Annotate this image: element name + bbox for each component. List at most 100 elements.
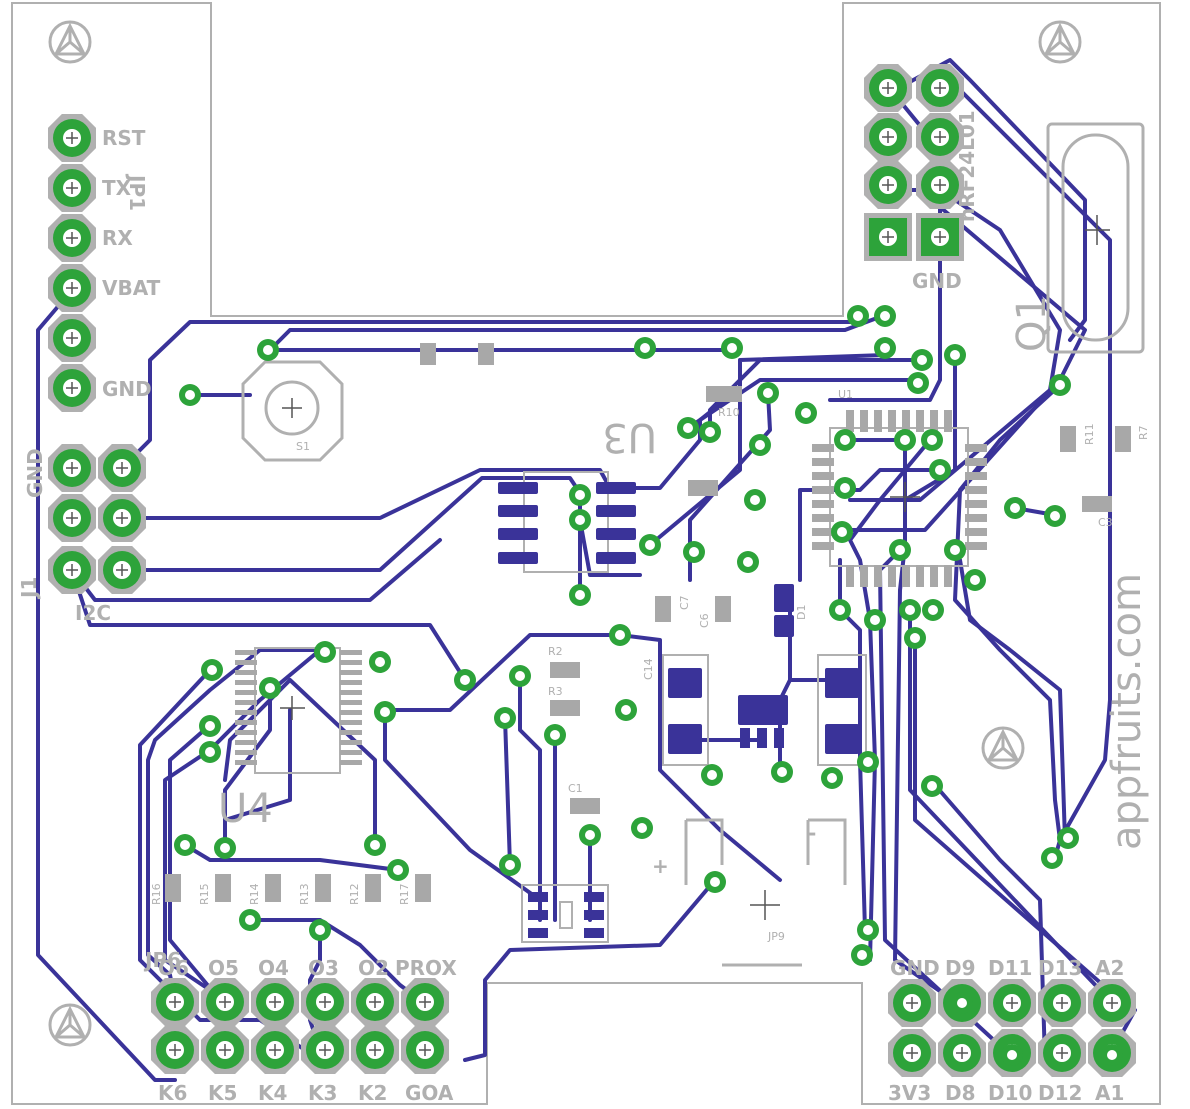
- via-7: [874, 337, 896, 359]
- nrf-pad-b4: [916, 213, 964, 261]
- jp1-name: JP1: [125, 173, 149, 211]
- right-pad-top-4: [1038, 979, 1086, 1027]
- right-bot-2: D8: [945, 1081, 976, 1105]
- right-pad-top-3: [988, 979, 1036, 1027]
- j1-name: J1: [17, 577, 41, 600]
- via-8: [911, 349, 933, 371]
- via-6: [874, 305, 896, 327]
- via-74: [951, 992, 973, 1014]
- crystal-q1: Q1: [1009, 122, 1145, 354]
- right-top-3: D11: [988, 956, 1032, 980]
- jp6-top-6: PROX: [395, 956, 457, 980]
- via-43: [579, 824, 601, 846]
- jp6-pad-top-3: [251, 978, 299, 1026]
- jp6-bot-2: K5: [208, 1081, 237, 1105]
- jp6-pad-top-1: [151, 978, 199, 1026]
- jp1-pin-6: GND: [102, 377, 152, 401]
- jp6-pad-top-5: [351, 978, 399, 1026]
- nrf-name: nRF24L01: [955, 110, 979, 222]
- jp6-top-5: O2: [358, 956, 389, 980]
- via-58: [889, 539, 911, 561]
- r17-label: R17: [398, 883, 411, 905]
- via-49: [857, 751, 879, 773]
- chip-u1: U1: [812, 388, 987, 587]
- via-31: [259, 677, 281, 699]
- header-right: GND D9 D11 D13 A2 3V3 D8 D10 D12 A1: [888, 956, 1124, 1105]
- jp6-pad-bot-4: [301, 1026, 349, 1074]
- via-1: [179, 384, 201, 406]
- via-30: [201, 659, 223, 681]
- j1-pad-b2: [98, 494, 146, 542]
- via-33: [369, 651, 391, 673]
- via-66: [921, 775, 943, 797]
- jp6-top-3: O4: [258, 956, 289, 980]
- svg-text:+: +: [652, 854, 669, 878]
- via-4: [721, 337, 743, 359]
- jp6-bot-6: GOA: [405, 1081, 454, 1105]
- jp6-pad-bot-5: [351, 1026, 399, 1074]
- jp1-pin-3: RX: [102, 226, 133, 250]
- via-69: [1049, 374, 1071, 396]
- via-45: [704, 871, 726, 893]
- j1-gnd: GND: [23, 448, 47, 498]
- jp1-pad-6: [48, 364, 96, 412]
- via-13: [677, 417, 699, 439]
- chip-u4: U4: [218, 647, 362, 832]
- via-23: [609, 624, 631, 646]
- via-50: [857, 919, 879, 941]
- jp1-pad-2: [48, 164, 96, 212]
- via-2: [257, 339, 279, 361]
- right-pad-bot-2: [938, 1029, 986, 1077]
- via-52: [834, 429, 856, 451]
- via-59: [944, 539, 966, 561]
- via-63: [899, 599, 921, 621]
- j1-i2c: I2C: [75, 601, 111, 625]
- via-9: [944, 344, 966, 366]
- r14-label: R14: [248, 883, 261, 905]
- jp6-name: JP6: [143, 948, 181, 972]
- j1-pad-a3: [48, 546, 96, 594]
- via-25: [374, 701, 396, 723]
- jp6-pad-bot-3: [251, 1026, 299, 1074]
- via-10: [907, 372, 929, 394]
- passives: R10 C7 C6 R2 R3 C1 R11 R7 C3 R16 R15 R14…: [150, 343, 1150, 905]
- q1-label: Q1: [1009, 295, 1055, 352]
- via-14: [795, 402, 817, 424]
- j1-pad-b1: [98, 444, 146, 492]
- via-35: [199, 741, 221, 763]
- s1-label: S1: [296, 440, 310, 453]
- mount-hole-bl: [48, 1003, 92, 1047]
- via-12: [699, 421, 721, 443]
- via-38: [364, 834, 386, 856]
- r12-label: R12: [348, 883, 361, 905]
- via-42: [499, 854, 521, 876]
- r3-label: R3: [548, 685, 563, 698]
- r10-label: R10: [718, 406, 740, 419]
- via-64: [922, 599, 944, 621]
- c7-label: C7: [678, 595, 691, 610]
- header-j1: GND J1 I2C: [17, 448, 111, 625]
- via-3: [634, 337, 656, 359]
- jp1-pad-1: [48, 114, 96, 162]
- via-56: [834, 477, 856, 499]
- vias-layer: [174, 305, 1123, 1066]
- right-pad-top-5: [1088, 979, 1136, 1027]
- via-44: [631, 817, 653, 839]
- svg-text:-: -: [808, 821, 816, 845]
- via-36: [174, 834, 196, 856]
- right-top-1: GND: [890, 956, 940, 980]
- via-68: [1044, 505, 1066, 527]
- right-top-2: D9: [945, 956, 976, 980]
- via-27: [494, 707, 516, 729]
- jp9-label: JP9: [767, 930, 785, 943]
- jp1-pad-5: [48, 314, 96, 362]
- jp6-pad-top-6: [401, 978, 449, 1026]
- r15-label: R15: [198, 883, 211, 905]
- via-51: [851, 944, 873, 966]
- via-57: [831, 521, 853, 543]
- jp1-pad-3: [48, 214, 96, 262]
- via-61: [829, 599, 851, 621]
- header-nrf: nRF24L01 GND: [912, 110, 979, 293]
- via-28: [544, 724, 566, 746]
- header-jp1: JP1 RST TX RX VBAT GND: [102, 126, 161, 401]
